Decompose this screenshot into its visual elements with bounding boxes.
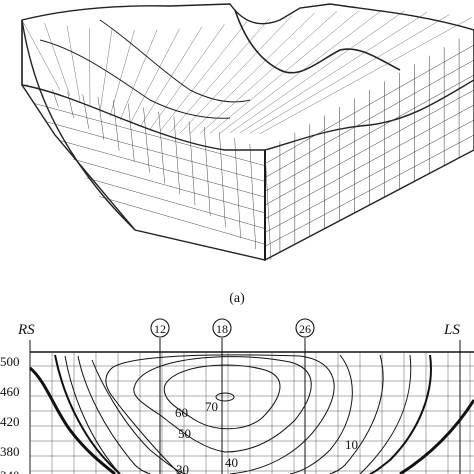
mesh-front-vertical [249,143,257,250]
mesh-surface-line [259,17,473,134]
mesh-front-vertical [188,121,196,206]
section-grid-lines [29,352,474,474]
contour-40 [105,354,335,474]
mesh-right-horizontal [264,134,474,247]
y-tick-500: 500 [0,354,20,369]
section-marker-26: 26 [295,318,315,338]
mesh-surface-line [229,10,405,134]
terrain-ridge-3 [99,19,251,103]
mesh-right-horizontal [264,119,474,233]
mesh-surface-line [159,21,248,132]
mesh-front-vertical [264,149,272,261]
mesh-surface-line [189,12,315,134]
mesh-right-horizontal [264,89,474,206]
mesh-surface-line [21,19,61,91]
mesh-front-vertical [67,91,74,118]
mesh-surface-line [129,28,180,125]
section-marker-12: 12 [150,318,170,338]
contour-label-60: 60 [175,405,188,420]
terrain-surface-outline [21,3,474,151]
mesh-front-horizontal [99,196,266,245]
panel-a-caption: (a) [229,291,245,306]
mesh-front-horizontal [34,103,266,166]
contour-70 [215,392,235,402]
mesh-front-vertical [204,126,211,217]
mesh-surface-line [109,29,135,117]
contour-50 [133,356,312,453]
mesh-front-vertical [173,116,181,195]
mesh-surface-line [199,11,338,134]
contour-label-10: 10 [345,437,358,452]
mesh-surface-line [99,29,113,112]
panel-a-3d-mesh-block: (a) [21,3,474,306]
panel-b-contour-section: RS LS 12 18 26 500 460 420 380 340 [0,318,474,474]
channel-bed-right [399,399,474,474]
contour-20 [77,354,384,474]
mesh-surface-line [119,29,158,121]
y-tick-340: 340 [0,468,20,474]
mesh-front-vertical [82,94,89,129]
section-marker-18: 18 [212,318,232,338]
y-tick-420: 420 [0,414,20,429]
marker-ls: LS [443,322,460,338]
mesh-front-horizontal [47,121,266,182]
channel-bed-left-inner [54,354,121,474]
velocity-contours [64,354,412,474]
contour-label-50: 50 [178,426,191,441]
terrain-ridge-2 [39,39,231,119]
mesh-right-horizontal [264,59,474,178]
block-front-face [21,20,266,261]
mesh-surface-line [179,15,293,134]
mesh-surface-line [209,10,360,134]
mesh-front-horizontal [86,177,266,229]
mesh-front-vertical [52,89,59,107]
mesh-surface-line [44,22,71,96]
mesh-front-vertical [128,103,135,162]
mesh-surface-line [89,27,91,107]
contour-label-30: 30 [176,462,189,474]
mesh-surface-line [249,14,450,134]
mesh-front-horizontal [73,159,266,214]
channel-bed-right-inner [369,354,432,474]
section-marker-18-label: 18 [216,322,228,336]
mesh-surface-line [149,24,225,130]
marker-rs: RS [17,322,35,338]
mesh-surface-line [239,12,428,134]
contour-label-70: 70 [205,399,218,414]
mesh-surface-line [139,26,203,128]
section-marker-12-label: 12 [154,322,166,336]
y-tick-380: 380 [0,444,20,459]
section-marker-26-label: 26 [299,322,311,336]
mesh-front-vertical [143,107,150,173]
mesh-front-vertical [219,132,226,228]
mesh-right-horizontal [264,74,474,192]
mesh-front-vertical [234,138,241,239]
contour-label-40: 40 [225,455,238,470]
channel-bed-left [29,366,116,474]
mesh-front-vertical [37,86,44,97]
y-tick-460: 460 [0,384,20,399]
mesh-front-horizontal [60,140,266,198]
mesh-right-horizontal [264,44,474,164]
mesh-front-vertical [97,96,105,140]
mesh-surface-line [169,18,270,133]
mesh-grid-lines [21,9,474,261]
mesh-surface-line [66,25,81,102]
contour-60 [163,364,281,430]
contour-30 [91,354,353,474]
mesh-surface-line [219,9,383,134]
mesh-right-horizontal [264,104,474,219]
contour-10 [64,354,412,474]
block-left-face [21,19,136,231]
terrain-ridge-1 [234,9,401,74]
mesh-front-vertical [158,111,165,184]
